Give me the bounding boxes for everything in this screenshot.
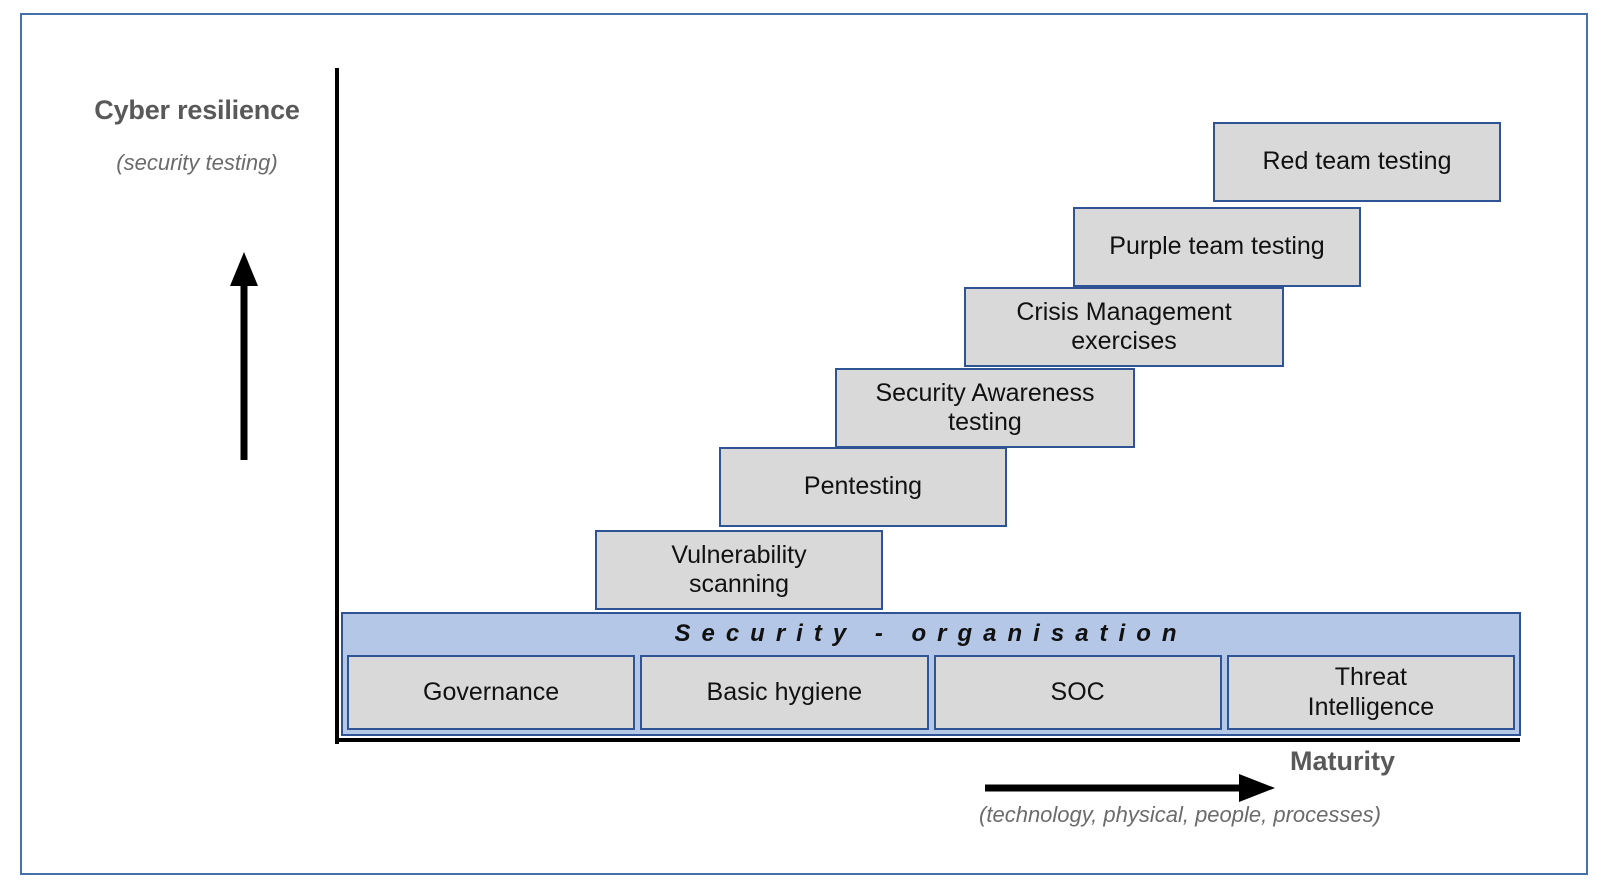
step-label-line2: exercises — [1071, 327, 1177, 355]
x-axis-line — [335, 738, 1520, 742]
y-axis-subtitle: (security testing) — [116, 150, 278, 175]
security-organisation-band: Security - organisation Governance Basic… — [341, 612, 1521, 736]
x-axis-subtitle: (technology, physical, people, processes… — [979, 802, 1381, 827]
step-label: Security Awareness testing — [875, 379, 1094, 438]
security-organisation-title: Security - organisation — [674, 620, 1188, 647]
y-axis-title: Cyber resilience — [94, 95, 300, 125]
step-label: Vulnerability scanning — [671, 541, 806, 600]
step-label-line1: Security Awareness — [875, 378, 1095, 407]
pillar-box-threat-intelligence[interactable]: Threat Intelligence — [1226, 655, 1515, 730]
arrow-up-icon — [230, 252, 258, 460]
step-label: Pentesting — [803, 472, 923, 501]
step-label: Crisis Management exercises — [1016, 298, 1231, 357]
pillar-box-basic-hygiene[interactable]: Basic hygiene — [640, 655, 929, 730]
step-label: Purple team testing — [1109, 232, 1325, 261]
step-box-purple-team-testing[interactable]: Purple team testing — [1073, 207, 1361, 287]
foundation-pillar-row: Governance Basic hygiene SOC Threat Inte… — [347, 655, 1515, 730]
step-box-crisis-management-exercises[interactable]: Crisis Management exercises — [964, 287, 1284, 367]
pillar-label: Basic hygiene — [706, 677, 863, 706]
step-box-pentesting[interactable]: Pentesting — [719, 447, 1007, 527]
x-axis-title: Maturity — [1290, 746, 1396, 776]
pillar-label-line2: Intelligence — [1307, 692, 1435, 721]
y-axis-line — [335, 68, 339, 744]
step-box-vulnerability-scanning[interactable]: Vulnerability scanning — [595, 530, 883, 610]
pillar-box-soc[interactable]: SOC — [933, 655, 1222, 730]
step-label: Red team testing — [1262, 147, 1452, 176]
step-label-line1: Vulnerability — [671, 540, 807, 569]
pillar-box-governance[interactable]: Governance — [347, 655, 636, 730]
step-label-line2: testing — [948, 408, 1022, 436]
step-label-line2: scanning — [688, 570, 790, 598]
pillar-label-line1: Threat — [1334, 663, 1407, 691]
slide-frame — [20, 13, 1588, 875]
pillar-label: SOC — [1050, 677, 1105, 706]
pillar-label: Threat Intelligence — [1308, 663, 1434, 722]
pillar-label: Governance — [423, 677, 560, 706]
step-box-red-team-testing[interactable]: Red team testing — [1213, 122, 1501, 202]
step-box-security-awareness-testing[interactable]: Security Awareness testing — [835, 368, 1135, 448]
step-label-line1: Crisis Management — [1016, 297, 1232, 326]
arrow-right-icon — [985, 774, 1275, 802]
